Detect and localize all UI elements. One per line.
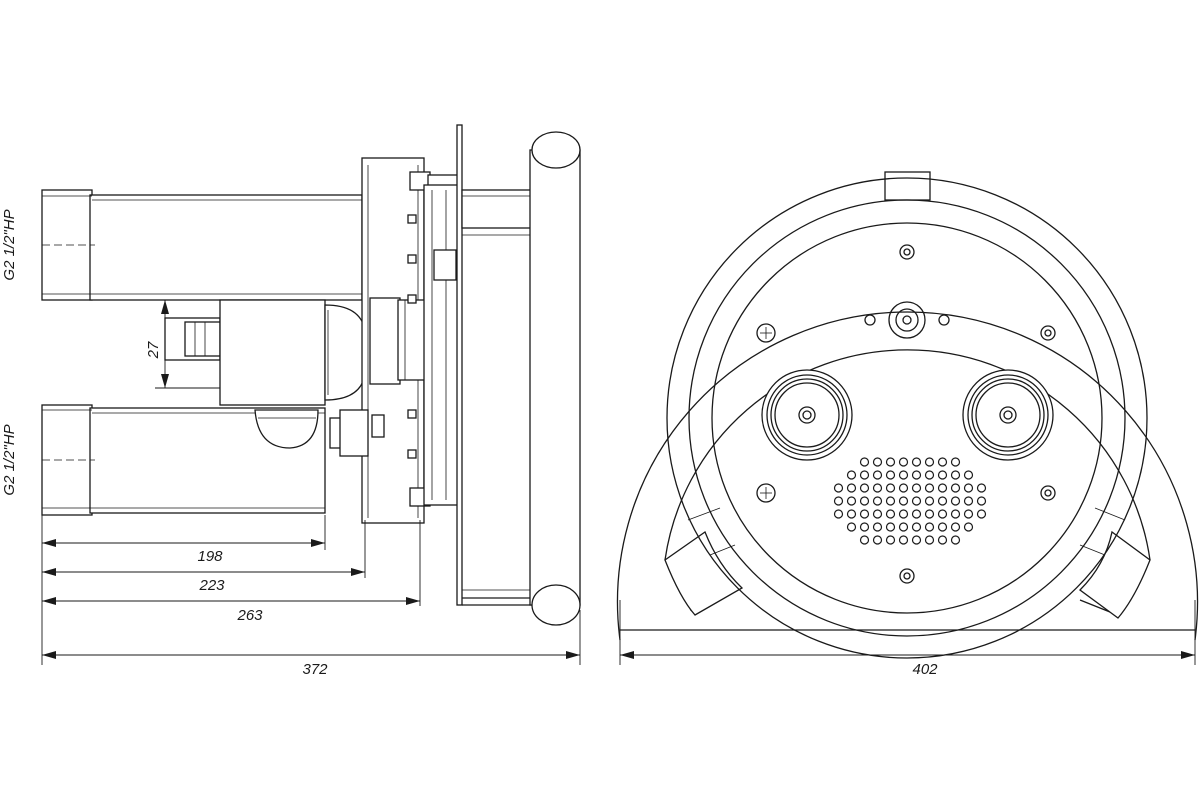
- grille-hole: [872, 509, 883, 519]
- grille-hole: [885, 535, 896, 545]
- grille-hole: [885, 509, 896, 519]
- dim-402-label: 402: [912, 661, 938, 678]
- grille-hole: [937, 509, 948, 519]
- grille-hole: [872, 483, 883, 493]
- perforation-grille: [833, 457, 987, 545]
- grille-hole: [950, 483, 961, 493]
- grille-hole: [859, 535, 870, 545]
- dim-372-label: 372: [302, 661, 328, 678]
- grille-hole: [898, 535, 909, 545]
- grille-hole: [872, 457, 883, 467]
- grille-hole: [885, 470, 896, 480]
- dim-223-label: 223: [198, 577, 225, 594]
- dim-198-label: 198: [197, 548, 223, 565]
- grille-hole: [950, 522, 961, 532]
- grille-hole: [885, 483, 896, 493]
- handrail-assembly: [456, 124, 581, 626]
- grille-hole: [924, 470, 935, 480]
- grille-hole: [924, 483, 935, 493]
- grille-hole: [898, 483, 909, 493]
- bottom-dimensions: 198 223 263 372: [41, 515, 581, 678]
- grille-hole: [950, 457, 961, 467]
- dimension-27: 27: [145, 299, 220, 389]
- grille-hole: [950, 509, 961, 519]
- grille-hole: [963, 509, 974, 519]
- grille-hole: [950, 496, 961, 506]
- top-nozzle: [864, 301, 950, 339]
- grille-hole: [963, 522, 974, 532]
- grille-hole: [950, 535, 961, 545]
- upper-thread-label: G2 1/2"НР: [1, 209, 18, 280]
- grille-hole: [911, 509, 922, 519]
- grille-hole: [846, 483, 857, 493]
- grille-hole: [937, 535, 948, 545]
- grille-hole: [911, 522, 922, 532]
- grille-hole: [885, 457, 896, 467]
- grille-hole: [898, 496, 909, 506]
- grille-hole: [911, 535, 922, 545]
- grille-hole: [833, 509, 844, 519]
- grille-hole: [976, 496, 987, 506]
- grille-hole: [911, 457, 922, 467]
- grille-hole: [846, 522, 857, 532]
- grille-hole: [859, 457, 870, 467]
- grille-hole: [846, 496, 857, 506]
- grille-hole: [924, 509, 935, 519]
- grille-hole: [885, 496, 896, 506]
- front-view: 402: [616, 171, 1199, 678]
- grille-hole: [885, 522, 896, 532]
- grille-hole: [872, 535, 883, 545]
- grille-hole: [898, 457, 909, 467]
- middle-connector: [164, 299, 366, 406]
- grille-hole: [911, 483, 922, 493]
- lower-thread-label: G2 1/2"НР: [1, 424, 18, 495]
- grille-hole: [898, 470, 909, 480]
- grille-hole: [976, 483, 987, 493]
- grille-hole: [859, 522, 870, 532]
- grille-hole: [963, 496, 974, 506]
- grille-hole: [872, 470, 883, 480]
- lower-pipe: [41, 404, 326, 516]
- grille-hole: [924, 457, 935, 467]
- grille-hole: [976, 509, 987, 519]
- grille-hole: [859, 509, 870, 519]
- grille-hole: [833, 483, 844, 493]
- screws: [756, 244, 1056, 584]
- grille-hole: [937, 470, 948, 480]
- side-view: 27 G2 1/2"НР G2 1/2"НР 198 223: [1, 124, 581, 678]
- grille-hole: [898, 509, 909, 519]
- grille-hole: [846, 470, 857, 480]
- housing: [329, 157, 459, 524]
- grille-hole: [833, 496, 844, 506]
- grille-hole: [898, 522, 909, 532]
- grille-hole: [872, 522, 883, 532]
- dimension-402: 402: [619, 600, 1196, 678]
- grille-hole: [859, 483, 870, 493]
- grille-hole: [937, 496, 948, 506]
- grille-hole: [963, 470, 974, 480]
- grille-hole: [924, 535, 935, 545]
- grille-hole: [937, 457, 948, 467]
- grille-hole: [911, 470, 922, 480]
- grille-hole: [846, 509, 857, 519]
- upper-pipe: [41, 189, 363, 301]
- grille-hole: [963, 483, 974, 493]
- right-jet: [962, 369, 1054, 461]
- grille-hole: [937, 522, 948, 532]
- grille-hole: [924, 522, 935, 532]
- grille-hole: [950, 470, 961, 480]
- grille-hole: [911, 496, 922, 506]
- grille-hole: [872, 496, 883, 506]
- grille-hole: [924, 496, 935, 506]
- grille-hole: [859, 496, 870, 506]
- grille-hole: [859, 470, 870, 480]
- dim-27-label: 27: [145, 341, 162, 359]
- dim-263-label: 263: [236, 607, 263, 624]
- grille-hole: [937, 483, 948, 493]
- left-jet: [761, 369, 853, 461]
